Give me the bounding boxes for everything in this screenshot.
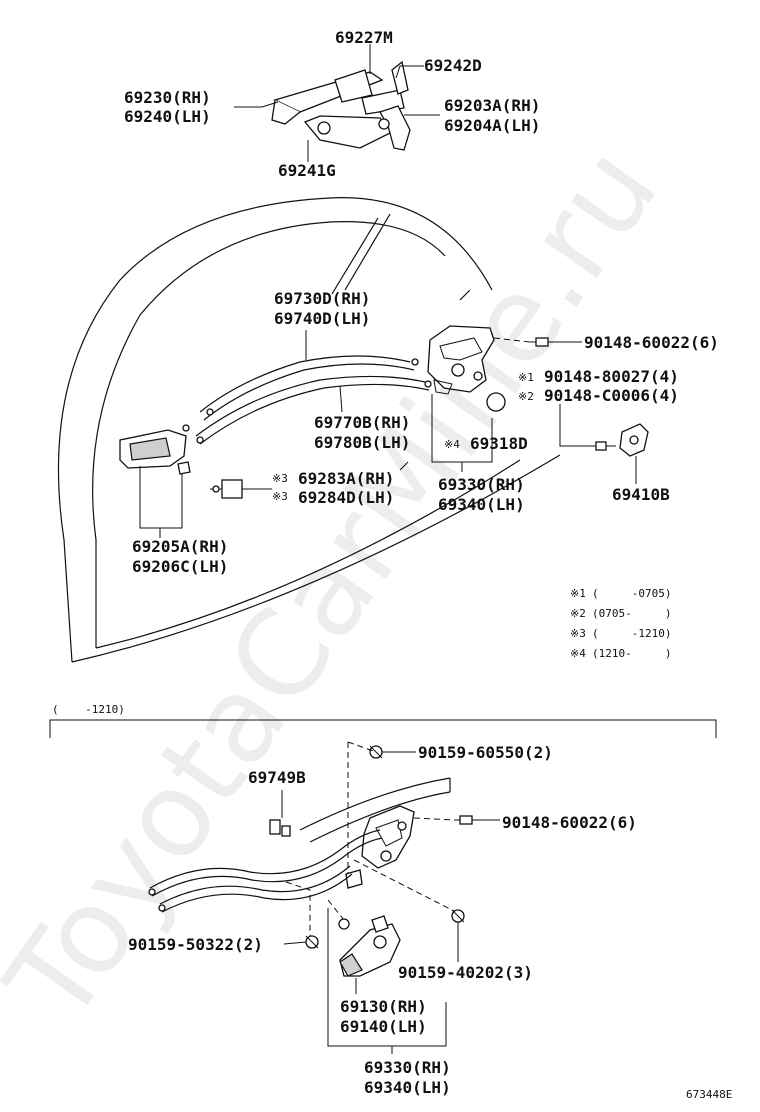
note-mark-1: ※1 (570, 587, 586, 600)
label-90148-80027: 90148-80027(4) (544, 367, 679, 386)
label-69140-lh: 69140(LH) (340, 1017, 427, 1036)
label-69204A-lh: 69204A(LH) (444, 116, 540, 135)
label-69205A-rh: 69205A(RH) (132, 537, 228, 556)
lock-button-69318D (486, 392, 506, 412)
mark-4: ※4 (444, 438, 460, 451)
note-text-2: (0705- ) (592, 607, 671, 620)
range-header: ( -1210) (52, 703, 125, 716)
lock-knob-69283A (210, 479, 243, 499)
cable-clip-69749B (269, 819, 291, 837)
watermark: ToyotaCarMine.ru (0, 122, 684, 1046)
label-69740D-lh: 69740D(LH) (274, 309, 370, 328)
label-69241G: 69241G (278, 161, 336, 180)
outside-handle-assembly (271, 60, 411, 151)
label-69242D: 69242D (424, 56, 482, 75)
label-69284D-lh: 69284D(LH) (298, 488, 394, 507)
note-mark-3: ※3 (570, 627, 586, 640)
label-69240-lh: 69240(LH) (124, 107, 211, 126)
lower-lock-assembly (345, 805, 415, 889)
label-69340-lh-upper: 69340(LH) (438, 495, 525, 514)
label-69130-rh: 69130(RH) (340, 997, 427, 1016)
inside-handle-69205A (119, 424, 190, 469)
label-69730D-rh: 69730D(RH) (274, 289, 370, 308)
door-lock-body (427, 325, 495, 395)
screw-90148-60022-lower (454, 815, 473, 825)
inside-handle-69130 (339, 915, 401, 977)
bolt-90159-50322 (305, 935, 319, 949)
mark-1: ※1 (518, 371, 534, 384)
mark-3-lower: ※3 (272, 490, 288, 503)
label-90148-60022-lower: 90148-60022(6) (502, 813, 637, 832)
label-90148-60022-upper: 90148-60022(6) (584, 333, 719, 352)
label-69206C-lh: 69206C(LH) (132, 557, 228, 576)
mark-2: ※2 (518, 390, 534, 403)
label-90159-40202: 90159-40202(3) (398, 963, 533, 982)
note-text-3: ( -1210) (592, 627, 671, 640)
lower-door-frame (299, 777, 451, 843)
label-69227M: 69227M (335, 28, 393, 47)
door-outline (57, 197, 561, 663)
note-mark-4: ※4 (570, 647, 586, 660)
bolt-90159-40202 (338, 909, 465, 930)
striker-screw (595, 441, 616, 451)
label-69330-rh-lower: 69330(RH) (364, 1058, 451, 1077)
note-text-4: (1210- ) (592, 647, 671, 660)
label-90159-60550: 90159-60550(2) (418, 743, 553, 762)
lock-cables (195, 355, 432, 445)
label-69340-lh-lower: 69340(LH) (364, 1078, 451, 1097)
label-69410B: 69410B (612, 485, 670, 504)
section-bracket (49, 719, 717, 738)
label-69203A-rh: 69203A(RH) (444, 96, 540, 115)
cable-clip (177, 461, 191, 475)
label-90159-50322: 90159-50322(2) (128, 935, 263, 954)
mark-3-upper: ※3 (272, 472, 288, 485)
note-mark-2: ※2 (570, 607, 586, 620)
label-69770B-rh: 69770B(RH) (314, 413, 410, 432)
label-69330-rh-upper: 69330(RH) (438, 475, 525, 494)
label-69318D: 69318D (470, 434, 528, 453)
date-notes: ※1 ( -0705) ※2 (0705- ) ※3 ( -1210) ※4 (… (570, 587, 671, 660)
label-69749B: 69749B (248, 768, 306, 787)
label-90148-C0006: 90148-C0006(4) (544, 386, 679, 405)
label-69230-rh: 69230(RH) (124, 88, 211, 107)
bolt-90159-60550 (369, 745, 383, 759)
lower-cables (148, 829, 383, 913)
note-text-1: ( -0705) (592, 587, 671, 600)
figure-id: 673448E (686, 1088, 732, 1101)
label-69283A-rh: 69283A(RH) (298, 469, 394, 488)
label-69780B-lh: 69780B(LH) (314, 433, 410, 452)
